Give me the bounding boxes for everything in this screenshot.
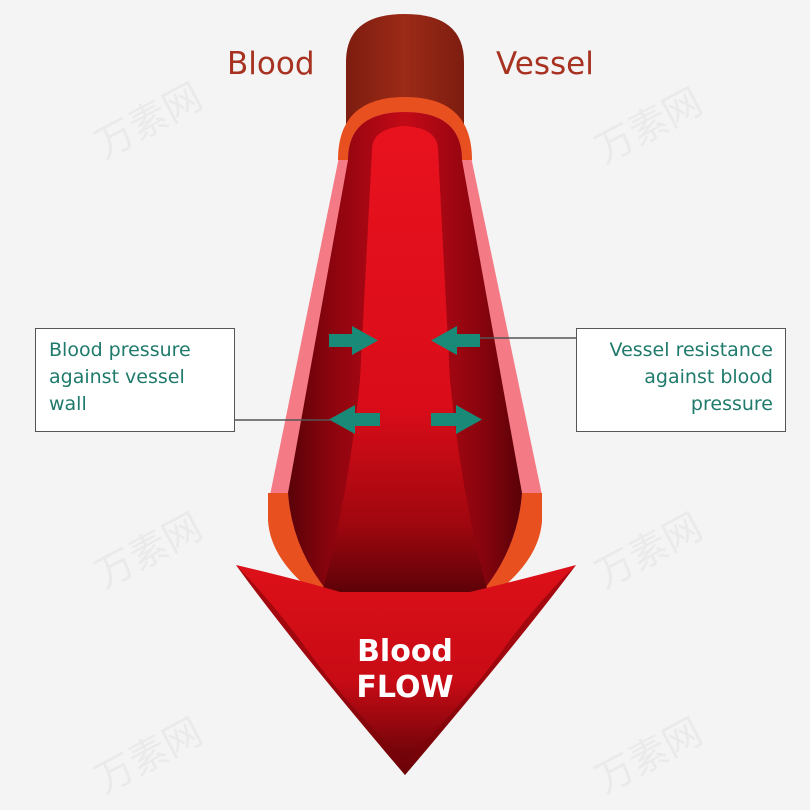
blood-flow-label: Blood FLOW (305, 634, 505, 706)
arrow-outward-left-icon (329, 405, 380, 434)
title-vessel: Vessel (496, 46, 594, 82)
arrow-inward-right-icon (431, 326, 480, 355)
blood-flow-label-line2: FLOW (356, 670, 454, 705)
blood-flow-arrowhead (236, 565, 576, 775)
vessel-rim-bottom-left (268, 493, 328, 596)
arrow-inward-left-icon (329, 326, 378, 355)
callout-blood-pressure: Blood pressure against vessel wall (35, 328, 235, 432)
blood-flow-body (322, 126, 488, 592)
vessel-rim-top (338, 97, 472, 160)
vessel-rim-bottom-right (482, 493, 542, 596)
callout-vessel-resistance: Vessel resistance against blood pressure (576, 328, 786, 432)
blood-flow-label-line1: Blood (357, 634, 453, 669)
arrow-outward-right-icon (431, 405, 482, 434)
title-blood: Blood (227, 46, 315, 82)
